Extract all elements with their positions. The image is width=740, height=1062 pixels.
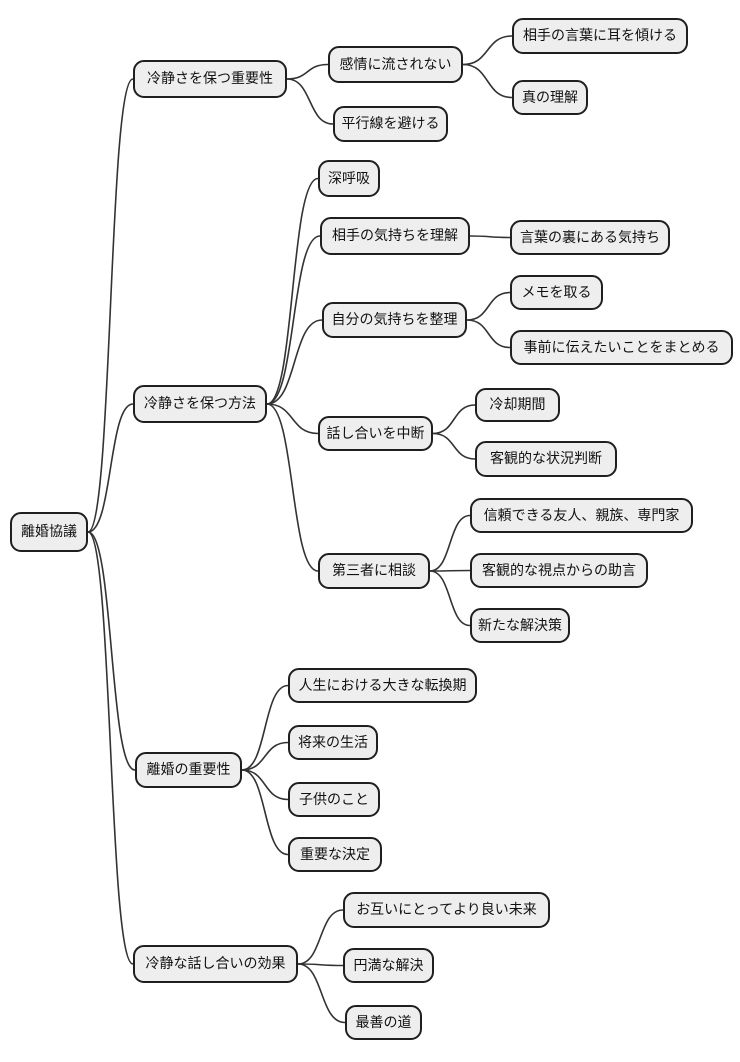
connector-root-b4 [87,531,134,965]
connector-b4-b4c3 [297,963,346,1024]
mindmap-node-b2c5g3[interactable]: 新たな解決策 [470,608,570,643]
mindmap-root-node[interactable]: 離婚協議 [10,512,88,552]
mindmap-node-b2c5g2[interactable]: 客観的な視点からの助言 [470,553,648,588]
connector-b2-b2c3 [266,319,323,405]
connector-root-b1 [87,78,134,533]
connector-b3-b3c3 [241,769,289,801]
mindmap-node-b4[interactable]: 冷静な話し合いの効果 [133,945,298,983]
connector-b2c5-b2c5g3 [429,570,471,627]
connector-b3-b3c4 [241,769,289,856]
connector-b1c1-b1c1g1 [462,35,513,66]
mindmap-node-b3[interactable]: 離婚の重要性 [135,752,242,788]
connector-b1-b1c1 [286,63,329,80]
connector-b3-b3c1 [241,684,289,771]
mindmap-node-b4c1[interactable]: お互いにとってより良い未来 [343,892,550,928]
mindmap-node-b4c3[interactable]: 最善の道 [345,1005,422,1040]
mindmap-node-b2c2[interactable]: 相手の気持ちを理解 [320,217,470,255]
connector-b2c4-b2c4g1 [432,404,476,435]
connector-b1c1-b1c1g2 [462,63,513,99]
connector-b2-b2c2 [266,235,321,405]
mindmap-node-b1[interactable]: 冷静さを保つ重要性 [133,60,287,98]
connector-b2c3-b2c3g1 [466,291,511,321]
mindmap-node-b3c3[interactable]: 子供のこと [288,782,380,817]
connector-b2c5-b2c5g1 [429,514,471,572]
mindmap-node-b1c1g2[interactable]: 真の理解 [512,80,588,115]
connector-b2c2-b2c2g1 [469,235,511,239]
mindmap-node-b3c2[interactable]: 将来の生活 [288,725,378,760]
mindmap-node-b2c1[interactable]: 深呼吸 [318,160,380,197]
connector-b4-b4c1 [297,909,344,965]
mindmap-node-b3c1[interactable]: 人生における大きな転換期 [288,668,477,703]
mindmap-node-b3c4[interactable]: 重要な決定 [288,837,382,872]
connector-b2-b2c5 [266,403,319,572]
mindmap-node-b2[interactable]: 冷静さを保つ方法 [133,385,267,423]
mindmap-node-b1c1g1[interactable]: 相手の言葉に耳を傾ける [512,18,688,54]
mindmap-node-b2c5g1[interactable]: 信頼できる友人、親族、専門家 [470,498,693,533]
connector-b2c4-b2c4g2 [432,432,476,460]
mindmap-node-b2c2g1[interactable]: 言葉の裏にある気持ち [510,220,670,255]
connector-b4-b4c2 [297,963,344,967]
mindmap-node-b2c3g2[interactable]: 事前に伝えたいことをまとめる [510,330,733,365]
connector-b2-b2c1 [266,177,319,405]
mindmap-node-b4c2[interactable]: 円満な解決 [343,948,434,983]
mindmap-node-b2c5[interactable]: 第三者に相談 [318,553,430,589]
mindmap-node-b2c3[interactable]: 自分の気持ちを整理 [322,302,467,338]
connector-b2c3-b2c3g2 [466,319,511,349]
connector-b3-b3c2 [241,741,289,771]
mindmap-node-b2c4[interactable]: 話し合いを中断 [318,416,433,451]
connector-root-b2 [87,403,134,533]
mindmap-node-b2c4g2[interactable]: 客観的な状況判断 [475,441,617,477]
mindmap-node-b2c4g1[interactable]: 冷却期間 [475,388,560,422]
connector-b2c5-b2c5g2 [429,569,471,572]
mindmap-node-b1c2[interactable]: 平行線を避ける [333,106,448,142]
mindmap-node-b2c3g1[interactable]: メモを取る [510,275,603,310]
mindmap-node-b1c1[interactable]: 感情に流されない [328,46,463,83]
connector-root-b3 [87,531,136,771]
connector-b1-b1c2 [286,78,334,125]
connector-b2-b2c4 [266,403,319,435]
